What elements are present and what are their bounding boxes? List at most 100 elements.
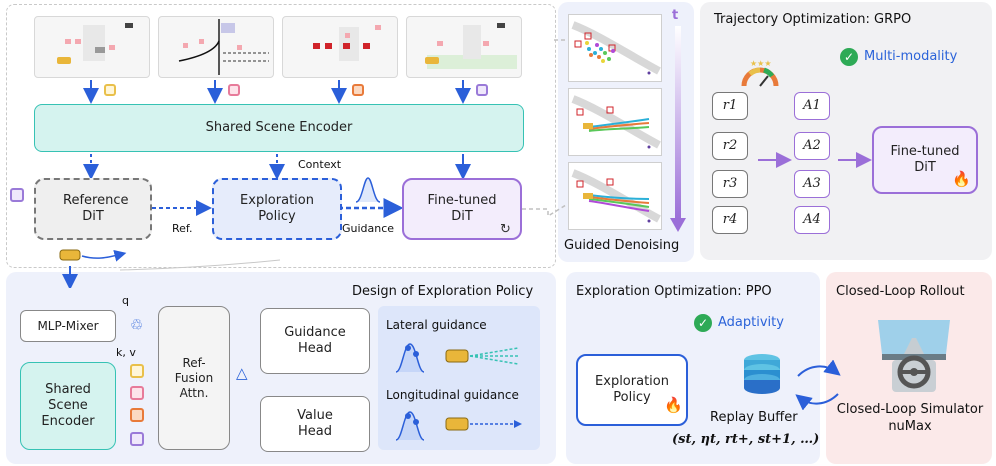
advantage-a1-label: A1 [803,97,821,113]
lateral-guidance-illustration [395,343,519,373]
grpo-fine-tuned-dit-label: Fine-tuned DiT [890,143,960,175]
triangle-icon: △ [236,364,248,382]
rating-gauge-icon: ★★★ [741,59,779,87]
fire-icon-grpo: 🔥 [952,170,971,188]
reward-r2: r2 [712,132,748,160]
condition-square-yellow [104,84,116,96]
top-left-frame [6,4,556,268]
kv-square-yellow [130,364,144,378]
reference-dit: Reference DiT [34,178,152,240]
q-label: q [122,294,129,307]
condition-square-pink [228,84,240,96]
shared-scene-encoder-label: Shared Scene Encoder [205,119,353,135]
check-icon-ppo: ✓ [694,314,712,332]
exchange-arrows [795,360,841,410]
closed-loop-title: Closed-Loop Rollout [836,284,965,299]
refresh-icon: ↻ [500,222,511,237]
ppo-exploration-policy: Exploration Policy [576,354,688,426]
check-icon-grpo: ✓ [840,48,858,66]
scene-drawing-4 [425,23,517,69]
guidance-head: Guidance Head [260,308,370,374]
reward-r1: r1 [712,92,748,120]
scene-thumbnail-1 [34,16,150,78]
reward-r3-label: r3 [722,175,738,191]
recycle-icon: ♲ [130,316,144,334]
reward-r1-label: r1 [722,97,738,113]
mlp-mixer: MLP-Mixer [20,310,116,342]
scene-thumbnail-4 [406,16,522,78]
design-encoder-label: Shared Scene Encoder [41,381,95,430]
grpo-arrows [758,152,872,168]
ppo-title: Exploration Optimization: PPO [576,284,772,299]
value-head-label: Value Head [297,407,333,439]
shared-scene-encoder: Shared Scene Encoder [34,104,524,152]
ego-car-icon [59,249,127,288]
kv-square-pink [130,386,144,400]
fine-tuned-dit-label: Fine-tuned DiT [427,192,497,224]
value-head: Value Head [260,396,370,452]
advantage-a3-label: A3 [803,175,821,191]
grpo-fine-tuned-dit: Fine-tuned DiT [872,126,978,194]
advantage-a3: A3 [794,170,830,198]
kv-square-orange [130,408,144,422]
mlp-mixer-label: MLP-Mixer [37,318,99,333]
ref-fusion-label: Ref-Fusion Attn. [174,355,214,400]
denoise-frame-1 [568,14,662,82]
scene-drawing-1 [57,23,133,64]
scene-thumbnail-2 [158,16,274,78]
encoder-arrows [69,154,471,268]
time-arrow [670,26,686,232]
simulator-label: Closed-Loop Simulator nuMax [830,402,990,436]
ppo-exploration-policy-label: Exploration Policy [595,373,669,405]
thumbnail-arrows [83,80,471,104]
advantage-a2-label: A2 [803,137,821,153]
driving-simulator-icon [878,320,950,392]
condition-square-lavender [476,84,488,96]
ref-label: Ref. [172,222,193,235]
fire-icon-ppo: 🔥 [664,396,683,414]
time-label: t [672,8,679,23]
reward-r3: r3 [712,170,748,198]
grpo-badge: Multi-modality [864,49,958,64]
scene-drawing-2 [178,19,269,75]
ppo-badge: Adaptivity [718,315,784,330]
replay-tuple: (st, ηt, rt+, st+1, …) [672,432,820,447]
guided-denoising-label: Guided Denoising [564,238,680,253]
advantage-a4-label: A4 [803,211,821,227]
database-icon [744,354,780,394]
design-shared-scene-encoder: Shared Scene Encoder [20,362,116,450]
scene-thumbnail-3 [282,16,398,78]
side-square-lavender [10,188,24,202]
condition-square-orange [352,84,364,96]
denoise-drawing-2 [571,95,661,149]
advantage-a2: A2 [794,132,830,160]
advantage-a4: A4 [794,206,830,234]
advantage-a1: A1 [794,92,830,120]
replay-buffer-label: Replay Buffer [710,410,798,425]
longitudinal-guidance-illustration [395,411,522,441]
longitudinal-guidance-label: Longitudinal guidance [386,388,519,402]
denoise-frame-2 [568,88,662,156]
grpo-title: Trajectory Optimization: GRPO [714,12,912,27]
reference-dit-label: Reference DiT [63,192,129,224]
kv-label: k, v [116,346,136,359]
denoise-drawing-3 [571,169,661,223]
simulator-label-text: Closed-Loop Simulator nuMax [836,402,984,434]
denoise-frame-3 [568,162,662,230]
reward-r2-label: r2 [722,137,738,153]
context-label: Context [298,158,342,171]
svg-text:★★★: ★★★ [750,59,772,68]
kv-square-lavender [130,432,144,446]
design-title: Design of Exploration Policy [352,284,534,299]
guidance-head-label: Guidance Head [284,324,346,356]
reward-r4: r4 [712,206,748,234]
reward-r4-label: r4 [722,211,738,227]
lateral-guidance-label: Lateral guidance [386,318,487,332]
exploration-policy: Exploration Policy [212,178,342,240]
exploration-policy-label: Exploration Policy [240,192,314,224]
fine-tuned-dit: Fine-tuned DiT [402,178,522,240]
denoise-drawing-1 [571,21,661,75]
ref-fusion-attn: Ref-Fusion Attn. [158,306,230,450]
scene-drawing-3 [313,25,381,61]
